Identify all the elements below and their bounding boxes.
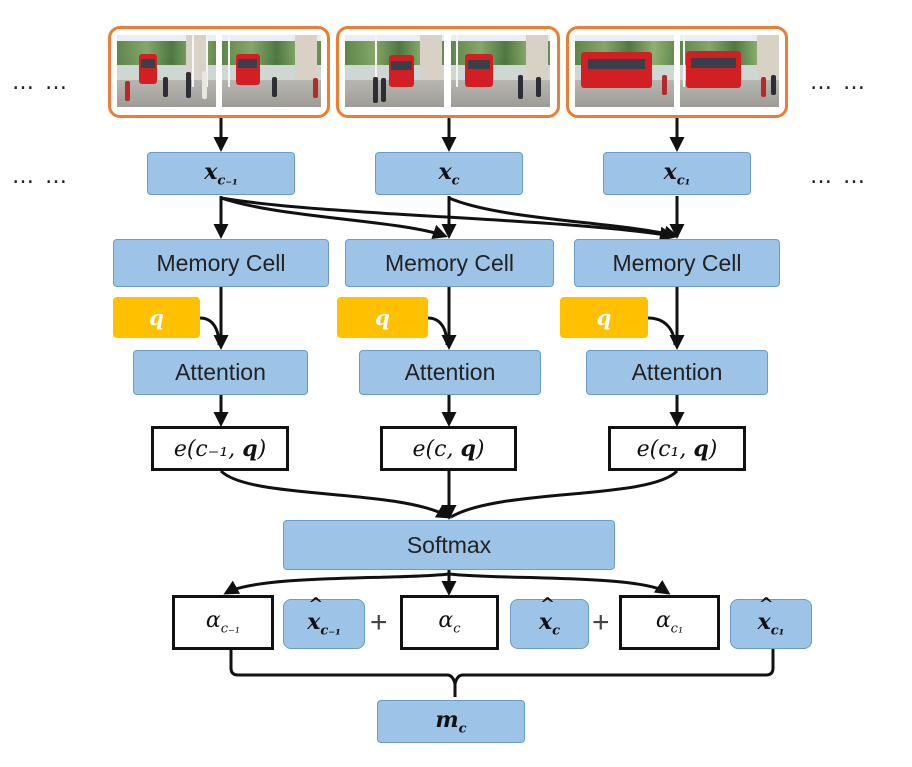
hat-feature-subscript: c₁: [770, 623, 785, 639]
hat-feature-box-c1: xc₁: [730, 594, 812, 649]
hat-feature-symbol: x: [307, 594, 323, 635]
hat-feature-subscript: c: [552, 623, 561, 639]
plus-sign-1: +: [370, 606, 388, 639]
video-frame-thumbnail: [575, 35, 674, 107]
video-frames-group-2: [336, 26, 560, 118]
video-frame-thumbnail: [222, 35, 321, 107]
video-frames-group-1: [108, 26, 330, 118]
energy-close: ): [475, 436, 485, 462]
arrow-q-to-attention-1: [199, 316, 221, 346]
attention-box-1: Attention: [133, 350, 308, 395]
weight-subscript: c₋₁: [220, 621, 241, 637]
weight-box-alpha-c: αc: [400, 595, 499, 650]
query-box-3: q: [560, 297, 648, 338]
ellipsis-left-features: … …: [12, 164, 69, 189]
feature-box-x-c-minus-1: xc₋₁: [147, 152, 295, 195]
feature-symbol: x: [438, 158, 452, 185]
query-box-2: q: [337, 297, 428, 338]
hat-feature-symbol: x: [539, 594, 555, 635]
arrow-q-to-attention-3: [647, 316, 677, 346]
feature-subscript: c₋₁: [217, 173, 238, 189]
video-frame-thumbnail: [345, 35, 444, 107]
memory-cell-2: Memory Cell: [345, 239, 554, 287]
arrow-x-c-minus-1-to-memory-c: [220, 196, 448, 240]
energy-close: ): [257, 436, 267, 462]
weight-subscript: c: [453, 621, 461, 637]
feature-box-x-c1: xc₁: [603, 152, 751, 195]
energy-box-3: e(c₁, q): [608, 426, 746, 471]
video-frame-thumbnail: [451, 35, 550, 107]
weight-symbol: α: [438, 608, 454, 634]
energy-box-1: e(c₋₁, q): [151, 426, 289, 471]
energy-query: q: [693, 435, 709, 462]
feature-symbol: x: [204, 158, 218, 185]
weight-box-alpha-c-minus-1: αc₋₁: [172, 595, 274, 650]
sum-bracket: [229, 648, 775, 685]
energy-function: e(: [636, 436, 659, 462]
weight-symbol: α: [205, 608, 221, 634]
ellipsis-right-features: … …: [810, 164, 867, 189]
energy-argument: c: [434, 436, 447, 462]
weight-box-alpha-c1: αc₁: [619, 595, 720, 650]
video-frame-thumbnail: [117, 35, 216, 107]
arrow-x-c-to-memory-c1: [448, 196, 679, 241]
energy-separator: ,: [679, 436, 694, 462]
memory-cell-3: Memory Cell: [574, 239, 780, 287]
feature-subscript: c: [451, 173, 460, 189]
arrow-energy-1-to-softmax: [219, 469, 452, 519]
ellipsis-right-top: … …: [810, 70, 867, 95]
plus-sign-2: +: [592, 606, 610, 639]
arrow-x-c-minus-1-to-memory-c1: [220, 196, 675, 242]
hat-feature-box-c: xc: [510, 594, 589, 649]
hat-feature-box-c-minus-1: xc₋₁: [283, 594, 365, 649]
energy-close: ): [708, 436, 718, 462]
energy-argument: c₁: [658, 436, 680, 462]
weight-subscript: c₁: [670, 621, 684, 637]
output-subscript: c: [458, 721, 467, 737]
attention-box-3: Attention: [586, 350, 768, 395]
feature-box-x-c: xc: [375, 152, 523, 195]
feature-subscript: c₁: [676, 173, 691, 189]
arrow-energy-3-to-softmax: [450, 469, 679, 519]
weight-symbol: α: [655, 608, 671, 634]
softmax-box: Softmax: [283, 520, 615, 570]
energy-separator: ,: [446, 436, 461, 462]
energy-box-2: e(c, q): [380, 426, 517, 471]
arrow-softmax-to-alpha-c1: [448, 572, 671, 595]
output-box-m-c: mc: [377, 700, 525, 743]
arrow-softmax-to-alpha-c-minus-1: [223, 572, 450, 595]
energy-function: e(: [173, 436, 196, 462]
video-frames-group-3: [566, 26, 788, 118]
query-box-1: q: [113, 297, 200, 338]
ellipsis-left-top: … …: [12, 70, 69, 95]
hat-feature-subscript: c₋₁: [320, 623, 341, 639]
memory-cell-1: Memory Cell: [113, 239, 329, 287]
energy-query: q: [460, 435, 476, 462]
arrow-q-to-attention-2: [427, 316, 449, 346]
energy-query: q: [242, 435, 258, 462]
attention-box-2: Attention: [359, 350, 541, 395]
hat-feature-symbol: x: [758, 594, 774, 635]
feature-symbol: x: [663, 158, 677, 185]
energy-function: e(: [412, 436, 435, 462]
video-frame-thumbnail: [680, 35, 779, 107]
output-symbol: m: [435, 706, 459, 733]
energy-argument: c₋₁: [195, 436, 229, 462]
energy-separator: ,: [228, 436, 243, 462]
